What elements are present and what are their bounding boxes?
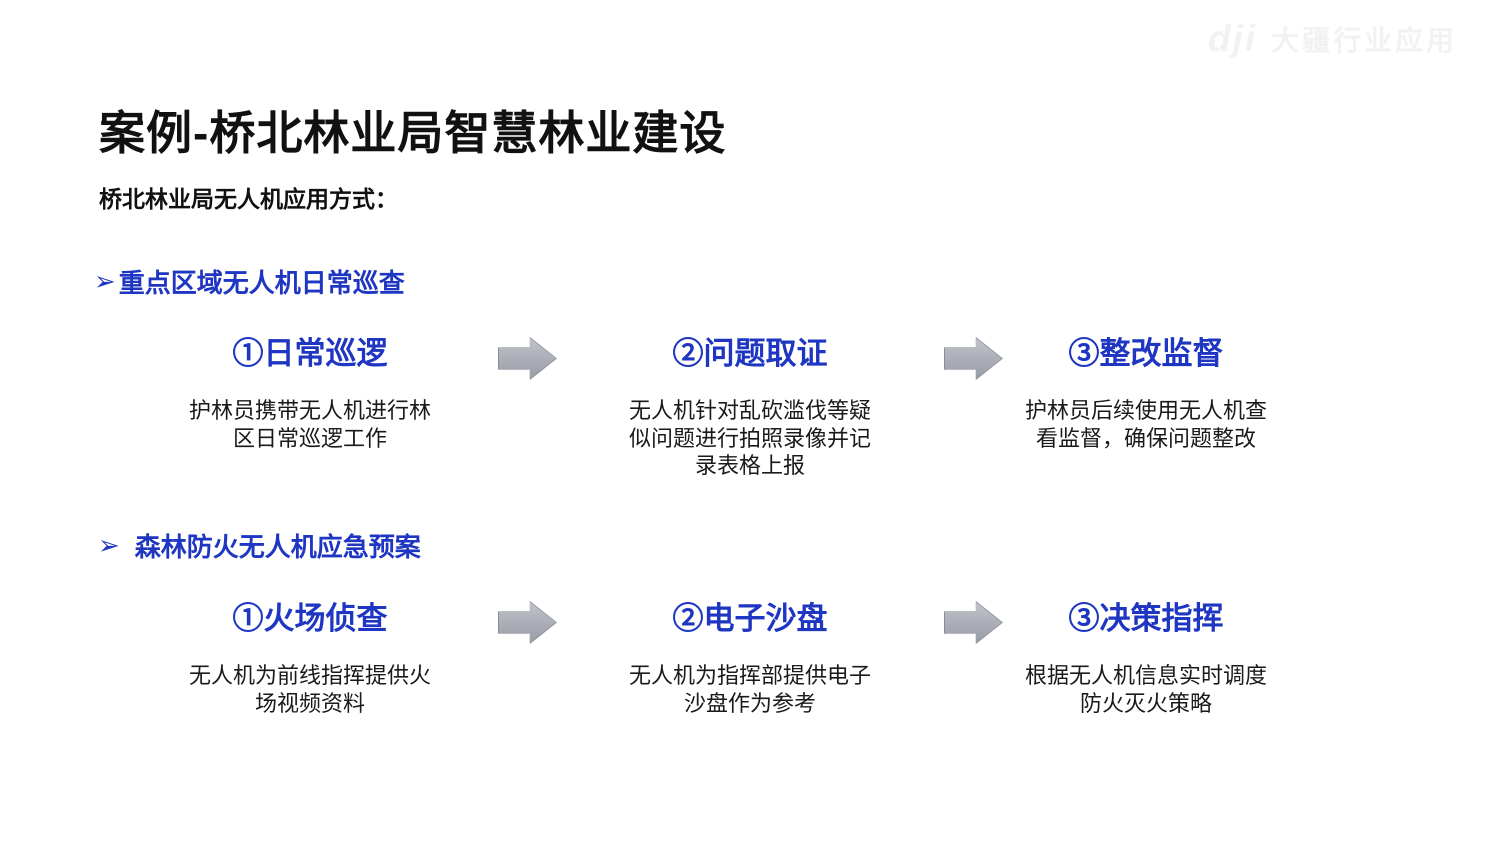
- step-title: ③决策指挥: [1068, 601, 1224, 636]
- step-description: 护林员携带无人机进行林区日常巡逻工作: [188, 398, 431, 451]
- step-title: ②问题取证: [672, 336, 828, 371]
- step-card-sandtable: ②电子沙盘 无人机为指挥部提供电子沙盘作为参考: [608, 595, 892, 717]
- flow-arrow-icon: [498, 601, 557, 644]
- step-card-evidence: ②问题取证 无人机针对乱砍滥伐等疑似问题进行拍照录像并记录表格上报: [608, 330, 892, 480]
- dji-brand-icon: dji: [1208, 18, 1258, 59]
- section-heading-fire-emergency: ➢ 森林防火无人机应急预案: [98, 527, 421, 564]
- step-card-command: ③决策指挥 根据无人机信息实时调度防火灭火策略: [1004, 595, 1288, 717]
- step-title: ②电子沙盘: [672, 601, 828, 636]
- step-title: ③整改监督: [1068, 336, 1224, 371]
- flow-arrow-fill: [499, 338, 556, 379]
- section-heading-label: 森林防火无人机应急预案: [134, 532, 421, 562]
- flow-arrow-fill: [945, 338, 1002, 379]
- step-description: 无人机针对乱砍滥伐等疑似问题进行拍照录像并记录表格上报: [628, 398, 871, 478]
- step-description: 根据无人机信息实时调度防火灭火策略: [1024, 663, 1267, 716]
- step-card-fire-recon: ①火场侦查 无人机为前线指挥提供火场视频资料: [170, 595, 450, 717]
- step-description: 无人机为指挥部提供电子沙盘作为参考: [628, 663, 871, 716]
- arrow-bullet-icon: ➢: [94, 266, 116, 296]
- step-description: 护林员后续使用无人机查看监督，确保问题整改: [1024, 398, 1267, 451]
- dji-logo-text: 大疆行业应用: [1271, 25, 1458, 56]
- step-description: 无人机为前线指挥提供火场视频资料: [188, 663, 431, 716]
- arrow-bullet-icon: ➢: [98, 530, 120, 560]
- flow-arrow-icon: [498, 337, 557, 380]
- flow-arrow-fill: [945, 602, 1002, 643]
- flow-arrow-icon: [944, 337, 1003, 380]
- step-card-supervision: ③整改监督 护林员后续使用无人机查看监督，确保问题整改: [1004, 330, 1288, 452]
- step-title: ①火场侦查: [232, 601, 388, 636]
- section-heading-daily-patrol: ➢ 重点区域无人机日常巡查: [94, 263, 405, 300]
- page-title: 案例-桥北林业局智慧林业建设: [99, 107, 727, 159]
- section-heading-label: 重点区域无人机日常巡查: [118, 268, 405, 298]
- flow-arrow-icon: [944, 601, 1003, 644]
- step-card-patrol: ①日常巡逻 护林员携带无人机进行林区日常巡逻工作: [170, 330, 450, 452]
- step-title: ①日常巡逻: [232, 336, 388, 371]
- flow-arrow-fill: [499, 602, 556, 643]
- dji-logo: dji 大疆行业应用: [1208, 16, 1457, 62]
- page-subtitle: 桥北林业局无人机应用方式：: [99, 186, 398, 212]
